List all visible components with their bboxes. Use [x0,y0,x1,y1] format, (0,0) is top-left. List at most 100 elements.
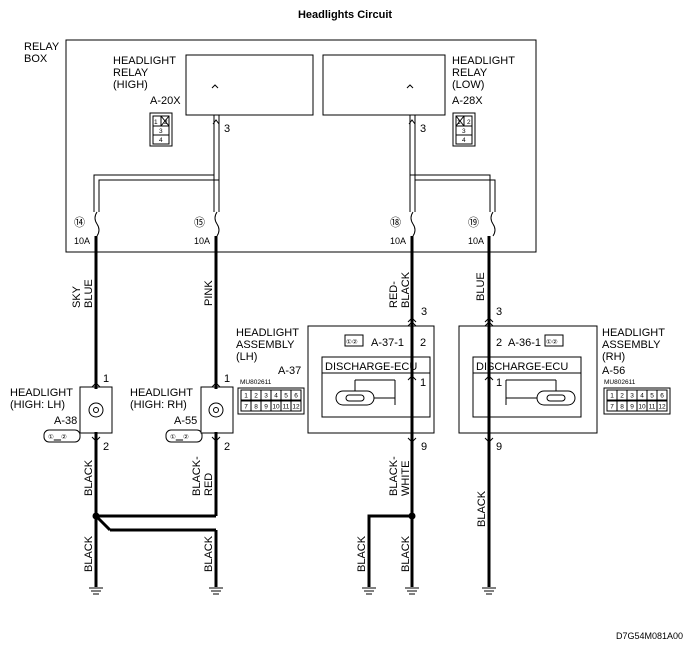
relay-low-connector: A-28X [452,95,483,107]
relay-box-wiring-low [409,115,496,212]
svg-text:10A: 10A [74,236,90,246]
svg-text:2: 2 [496,337,502,349]
relay-low-name-2: RELAY [452,67,488,79]
svg-text:A-38: A-38 [54,415,77,427]
figure-code: D7G54M081A00 [616,631,683,641]
connector-pin-number: 5 [650,393,654,400]
svg-text:2: 2 [103,441,109,453]
connector-pin-cell [656,389,668,401]
sub-connector-icon [544,334,564,347]
wire-label-black-red: BLACK- [191,456,203,496]
svg-text:2: 2 [420,337,426,349]
bulb-icon [88,402,104,418]
svg-text:9: 9 [421,441,427,453]
svg-text:1: 1 [224,373,230,385]
svg-text:⑲: ⑲ [468,216,479,229]
rh-high-connector-icon [165,429,203,443]
assembly-lh-connector-grid [237,387,305,415]
svg-text:⑮: ⑮ [194,216,205,229]
ground-wiring [92,441,491,587]
connector-pin-number: 10 [638,404,646,411]
svg-text:(HIGH: RH): (HIGH: RH) [130,399,187,411]
svg-text:①②: ①② [546,339,558,346]
fuse-14: ⑭ 10A [74,211,100,246]
lh-high-connector-icon [43,429,81,443]
svg-text:①‗‗②: ①‗‗② [48,434,67,441]
ground-icon [362,587,376,595]
svg-text:HEADLIGHT: HEADLIGHT [236,327,299,339]
ground-label-4: BLACK [400,535,412,572]
wire-label-black-rh: BLACK [476,490,488,527]
wire-pink: PINK [203,236,218,383]
ground-icon [89,587,103,595]
connector-pin-number: 8 [254,404,258,411]
wire-label-black-white: BLACK- [388,456,400,496]
relay-high-connector-icon: 1 2 3 4 [149,112,173,147]
svg-text:A-56: A-56 [602,365,625,377]
svg-text:2: 2 [467,119,471,126]
connector-pin-number: 10 [272,404,280,411]
wire-blue: BLUE 3 [475,236,502,320]
relay-high-pin: 3 [224,123,230,135]
relay-box-label: RELAY [24,41,60,53]
svg-text:①②: ①② [346,339,358,346]
connector-pin-number: 3 [264,393,268,400]
svg-text:BLACK: BLACK [400,271,412,308]
svg-text:9: 9 [496,441,502,453]
svg-text:3: 3 [496,306,502,318]
svg-text:10A: 10A [194,236,210,246]
ground-icon [482,587,496,595]
diagram-title: Headlights Circuit [298,9,392,21]
svg-text:10A: 10A [390,236,406,246]
connector-pin-number: 9 [630,404,634,411]
svg-text:1: 1 [103,373,109,385]
connector-pin-number: 1 [610,393,614,400]
svg-text:A-36-1: A-36-1 [508,337,541,349]
svg-text:A-55: A-55 [174,415,197,427]
svg-text:BLUE: BLUE [83,279,95,308]
headlight-high-rh: HEADLIGHT (HIGH: RH) A-55 ①‗‗② 1 2 [130,373,234,453]
svg-text:PINK: PINK [203,280,215,306]
connector-pin-number: 12 [292,404,300,411]
svg-text:ASSEMBLY: ASSEMBLY [602,339,661,351]
svg-text:3: 3 [421,306,427,318]
svg-text:1: 1 [457,119,461,126]
connector-pin-number: 1 [244,393,248,400]
svg-text:MU802611: MU802611 [604,379,636,386]
connector-pin-number: 3 [630,393,634,400]
connector-pin-number: 5 [284,393,288,400]
svg-text:2: 2 [164,119,168,126]
svg-text:HEADLIGHT: HEADLIGHT [602,327,665,339]
svg-text:1: 1 [420,377,426,389]
discharge-ecu-rh: DISCHARGE-ECU [476,361,568,373]
svg-text:BLUE: BLUE [475,272,487,301]
connector-pin-number: 11 [283,404,290,411]
discharge-ecu-lh: DISCHARGE-ECU [325,361,417,373]
fuse-15: ⑮ 10A [194,211,220,246]
svg-text:A-37: A-37 [278,365,301,377]
connector-pin-number: 7 [244,404,248,411]
connector-pin-number: 12 [658,404,666,411]
connector-pin-number: 8 [620,404,624,411]
svg-text:1: 1 [154,119,158,126]
connector-pin-cell [290,389,302,401]
headlight-relay-high: HEADLIGHT RELAY (HIGH) A-20X 1 2 3 4 3 [113,54,314,147]
svg-text:2: 2 [224,441,230,453]
svg-text:RED: RED [203,473,215,496]
connector-pin-number: 6 [294,393,298,400]
relay-high-name-3: (HIGH) [113,79,148,91]
ground-label-3: BLACK [356,535,368,572]
svg-text:⑱: ⑱ [390,216,401,229]
connector-pin-number: 7 [610,404,614,411]
ground-icon [405,587,419,595]
svg-text:HEADLIGHT: HEADLIGHT [10,387,73,399]
fuse-18: ⑱ 10A [390,211,416,246]
svg-text:ASSEMBLY: ASSEMBLY [236,339,295,351]
fuse-19: ⑲ 10A [468,211,496,246]
relay-high-name-2: RELAY [113,67,149,79]
connector-pin-cell [290,400,302,412]
svg-text:MU802611: MU802611 [240,379,272,386]
